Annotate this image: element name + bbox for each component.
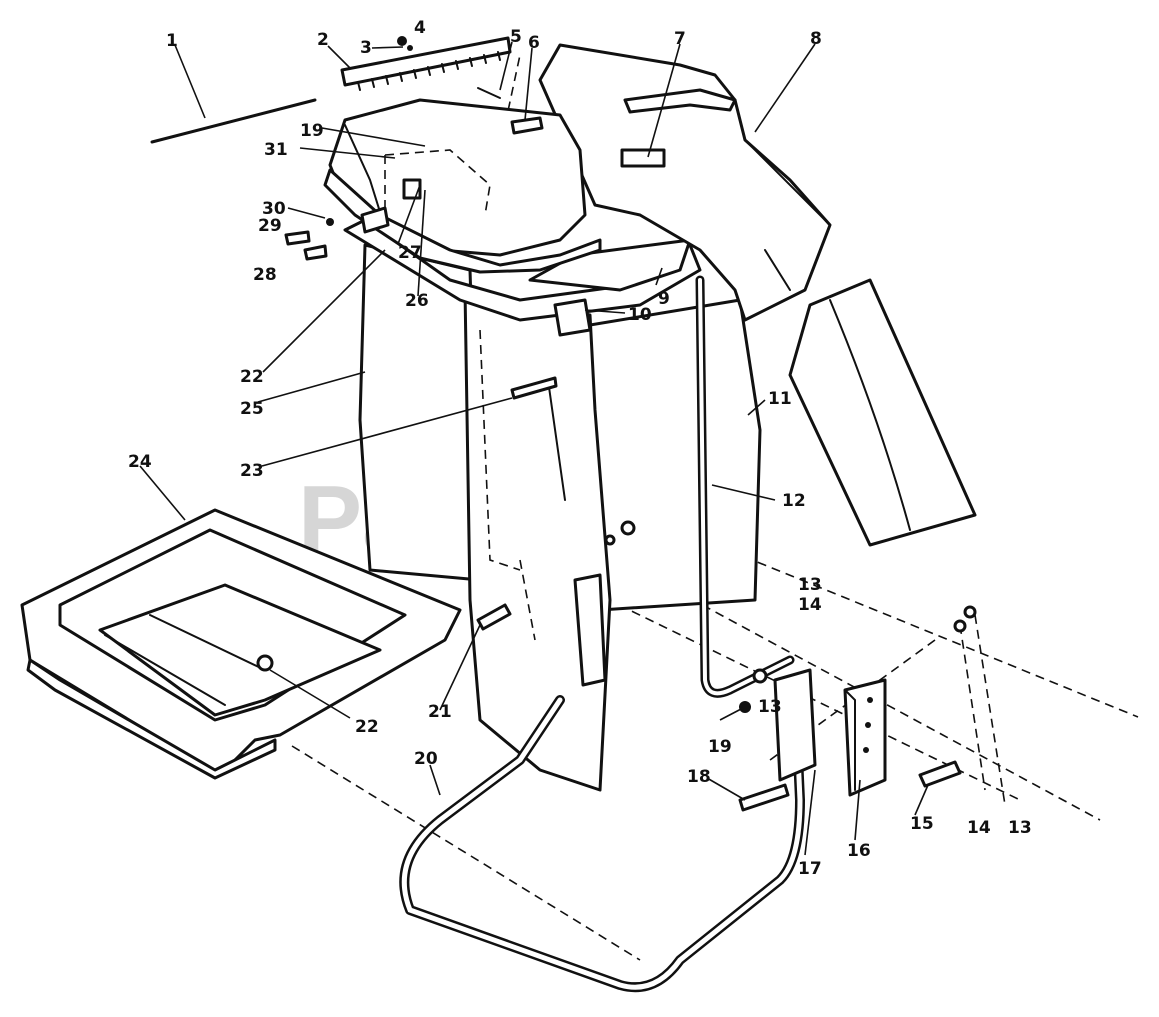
deflector-fold: [829, 299, 911, 531]
callout-14b: 14: [967, 818, 991, 838]
callout-25: 25: [240, 399, 264, 419]
bracket-part27: [360, 206, 390, 234]
screw-part4: [397, 36, 407, 46]
callout-29: 29: [258, 216, 282, 236]
cover-slot: [402, 178, 422, 200]
washer-part3: [407, 45, 413, 51]
tray-floor: [98, 583, 382, 717]
callout-26: 26: [405, 291, 429, 311]
ring-clip: [553, 298, 592, 337]
tray-knob: [256, 654, 274, 672]
callout-8: 8: [810, 29, 822, 49]
chute-edge-2: [764, 249, 791, 291]
bolt-part15: [918, 760, 962, 788]
nut-part13-mid: [620, 520, 636, 536]
pin-part6: [510, 116, 544, 135]
callout-6: 6: [528, 33, 540, 53]
callout-22a: 22: [240, 367, 264, 387]
chute-top-lip: [623, 88, 737, 114]
callout-21: 21: [428, 702, 452, 722]
nut-part13-right: [963, 605, 977, 619]
callout-18: 18: [687, 767, 711, 787]
nut-part13: [752, 668, 768, 684]
label-decal: [620, 148, 666, 168]
bracket-flange: [844, 689, 856, 791]
callout-7: 7: [674, 29, 686, 49]
tray-ribs: [104, 614, 266, 706]
callout-27: 27: [398, 243, 422, 263]
hinge-rod: [150, 98, 317, 144]
nut-part19: [739, 701, 751, 713]
washer-part14-mid: [604, 534, 616, 546]
callout-15: 15: [910, 814, 934, 834]
callout-13b: 13: [758, 697, 782, 717]
chute-edge: [744, 139, 831, 226]
bag-front-lower: [463, 288, 612, 792]
callout-1: 1: [166, 31, 178, 51]
frame-tube-hidden: [479, 329, 521, 571]
callout-20: 20: [414, 749, 438, 769]
hole: [863, 747, 869, 753]
callout-2: 2: [317, 30, 329, 50]
spring-part5: [477, 87, 501, 99]
callout-17: 17: [798, 859, 822, 879]
callout-12: 12: [782, 491, 806, 511]
hole: [867, 697, 873, 703]
frame-bracket: [573, 573, 607, 687]
callout-13a: 13: [798, 575, 822, 595]
callout-3: 3: [360, 38, 372, 58]
callout-23: 23: [240, 461, 264, 481]
hinge-plate-part17: [773, 668, 817, 782]
callout-4: 4: [414, 18, 426, 38]
deflector-panel: [788, 278, 977, 547]
bolt-part29: [284, 230, 311, 246]
callout-9: 9: [658, 289, 670, 309]
washer-part30: [326, 218, 334, 226]
callout-11: 11: [768, 389, 792, 409]
hinge-teeth: [357, 51, 501, 91]
bolt-part28: [303, 244, 328, 261]
callout-13c: 13: [1008, 818, 1032, 838]
callout-19b: 19: [708, 737, 732, 757]
callout-22b: 22: [355, 717, 379, 737]
hole: [865, 722, 871, 728]
spring-pin-part23: [510, 376, 558, 400]
callout-28: 28: [253, 265, 277, 285]
bolt-part21: [476, 603, 512, 631]
bag-seam: [547, 379, 566, 501]
frame-bracket-hidden: [519, 559, 536, 641]
callout-30: 30: [262, 199, 286, 219]
callout-24: 24: [128, 452, 152, 472]
callout-14a: 14: [798, 595, 822, 615]
callout-10: 10: [628, 305, 652, 325]
callout-31: 31: [264, 140, 288, 160]
washer-part14: [953, 619, 967, 633]
bolt-part18: [738, 783, 790, 812]
callout-16: 16: [847, 841, 871, 861]
discharge-chute: [538, 43, 832, 322]
leader-lines: [139, 41, 929, 856]
tray-lip: [26, 658, 277, 780]
callouts: 1 2 3 4 5 6 7 8 9 10 11 12 13 13 13 14 1…: [128, 18, 1032, 879]
callout-5: 5: [510, 27, 522, 47]
callout-19a: 19: [300, 121, 324, 141]
